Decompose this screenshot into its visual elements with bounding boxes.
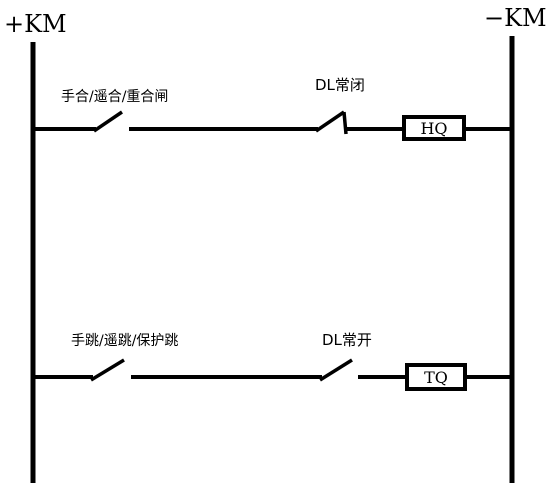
rung-close: HQ 手合/遥合/重合闸 DL常闭	[33, 76, 512, 141]
positive-rail-label: +KM	[4, 10, 67, 38]
rung-trip-manual-contact	[90, 358, 125, 382]
negative-rail-label: −KM	[484, 4, 547, 32]
rung-trip-dl-contact-label: DL常开	[322, 331, 372, 349]
rung-trip-dl-no-contact	[319, 358, 353, 382]
rung-trip-manual-contact-label: 手跳/遥跳/保护跳	[71, 333, 178, 349]
rung-close-manual-contact-label: 手合/遥合/重合闸	[61, 89, 168, 105]
trip-coil	[405, 363, 467, 391]
trip-coil-label: TQ	[424, 368, 448, 387]
rung-trip: TQ 手跳/遥跳/保护跳 DL常开	[33, 331, 512, 391]
rung-close-dl-contact-label: DL常闭	[315, 76, 365, 94]
rung-close-dl-nc-contact	[315, 110, 348, 135]
closing-coil-label: HQ	[420, 119, 447, 138]
rung-close-manual-contact	[93, 110, 123, 133]
